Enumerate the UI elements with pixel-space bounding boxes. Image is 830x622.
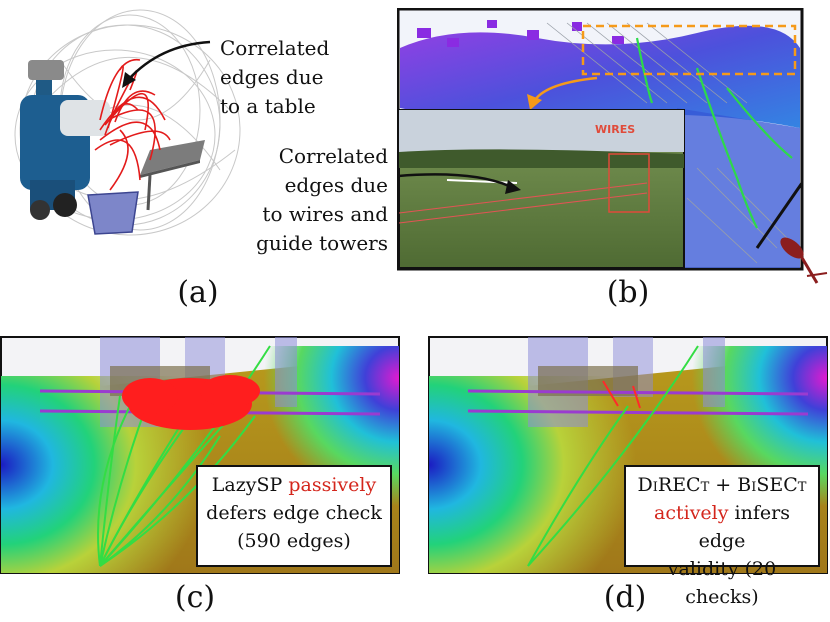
textbox-text: infers edge xyxy=(698,502,790,552)
panel-d-textbox: DiRECt + BiSECt actively infers edge val… xyxy=(624,465,820,608)
annotation-line: to a table xyxy=(220,94,316,118)
annotation-line: edges due xyxy=(284,173,388,197)
wires-label: WIRES xyxy=(595,123,636,136)
annotation-line: to wires and xyxy=(262,202,388,226)
annotation-line: guide towers xyxy=(256,231,388,255)
panel-b-annotation: Correlated edges due to wires and guide … xyxy=(248,142,388,258)
panel-a-annotation: Correlated edges due to a table xyxy=(220,34,329,121)
panel-b-helicopter-figure: WIRES xyxy=(397,8,830,298)
panel-c-textbox: LazySP passively defers edge check (590 … xyxy=(196,465,392,567)
annotation-line: Correlated xyxy=(220,36,330,60)
highlight-word: passively xyxy=(288,474,377,496)
annotation-line: edges due xyxy=(220,65,324,89)
textbox-line: validity (20 checks) xyxy=(667,558,777,608)
robot-arm-illustration xyxy=(14,9,241,236)
helicopter-icon xyxy=(755,182,828,284)
panel-c-caption: (c) xyxy=(174,580,216,615)
textbox-line: (590 edges) xyxy=(237,530,351,552)
highlight-word: actively xyxy=(654,502,729,524)
method-name: LazySP xyxy=(211,474,289,496)
textbox-line: actively infers edge xyxy=(632,499,812,555)
panel-d-caption: (d) xyxy=(603,580,647,615)
panel-a-caption: (a) xyxy=(177,275,219,310)
panel-b-caption: (b) xyxy=(606,275,650,310)
textbox-line: LazySP passively xyxy=(204,471,384,499)
annotation-line: Correlated xyxy=(278,144,388,168)
panel-a-robot-figure: Correlated edges due to a table xyxy=(0,0,400,270)
point-cloud-illustration xyxy=(397,8,828,284)
method-name: DiRECt + BiSECt xyxy=(637,474,807,496)
textbox-line: defers edge check xyxy=(206,502,382,524)
